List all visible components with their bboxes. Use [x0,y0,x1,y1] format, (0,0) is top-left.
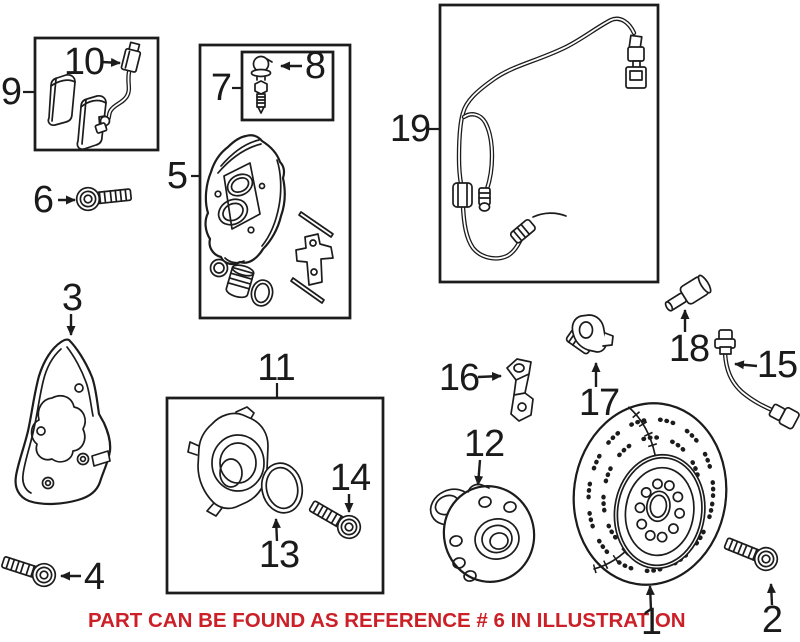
part-brake-rotor [572,402,728,586]
box-brake-pads [33,36,160,152]
part-bolt-14 [305,494,366,544]
part-wheel-hub [429,483,536,583]
part-bolt-18 [664,274,712,312]
part-bolt-2 [721,531,782,575]
callout-15: 15 [756,344,798,386]
part-bolt-6 [74,182,133,213]
callout-19: 19 [389,108,431,150]
part-piston-seal-kit [209,258,274,307]
part-sensor-bracket [506,358,534,422]
arrow-15 [734,360,758,370]
part-bleeder-cap [250,55,273,81]
callout-13: 13 [258,534,300,576]
callout-9: 9 [0,71,22,113]
box-bleeder [240,50,335,122]
part-abs-sensor [565,314,614,355]
callout-14: 14 [329,457,371,499]
box-abs-wire [438,3,660,284]
callout-5: 5 [166,155,188,197]
callout-4: 4 [83,556,105,598]
part-caliper-body [204,134,286,266]
arrow-10 [101,58,121,67]
arrow-1 [645,585,655,611]
box-guide-housing [165,396,385,595]
callout-12: 12 [463,423,505,465]
part-antirattle-spring [295,233,334,286]
part-abs-wire-harness [452,16,647,261]
callout-1: 1 [640,601,662,642]
part-splash-shield [14,338,112,506]
arrow-16 [477,371,502,381]
part-pad-pins [290,211,334,304]
box-caliper [198,43,352,320]
callout-10: 10 [63,41,105,83]
part-brake-pads [47,73,107,150]
part-brake-hose [714,329,800,430]
callout-6: 6 [32,179,54,221]
part-bleeder-valve [254,80,268,114]
callout-11: 11 [257,347,295,389]
callout-3: 3 [61,277,83,319]
part-bearing-housing [187,406,269,517]
caption-note: PART CAN BE FOUND AS REFERENCE # 6 IN IL… [88,609,686,632]
callout-16: 16 [438,357,480,399]
part-wear-sensor [94,41,142,134]
arrow-2 [766,583,776,606]
part-bolt-4 [0,550,60,591]
part-o-ring [260,462,304,514]
callout-17: 17 [578,382,620,424]
arrow-12 [474,459,484,486]
arrow-13 [271,518,281,542]
callout-7: 7 [210,67,232,109]
callout-8: 8 [304,45,326,87]
callout-18: 18 [668,328,710,370]
callout-2: 2 [761,599,783,641]
